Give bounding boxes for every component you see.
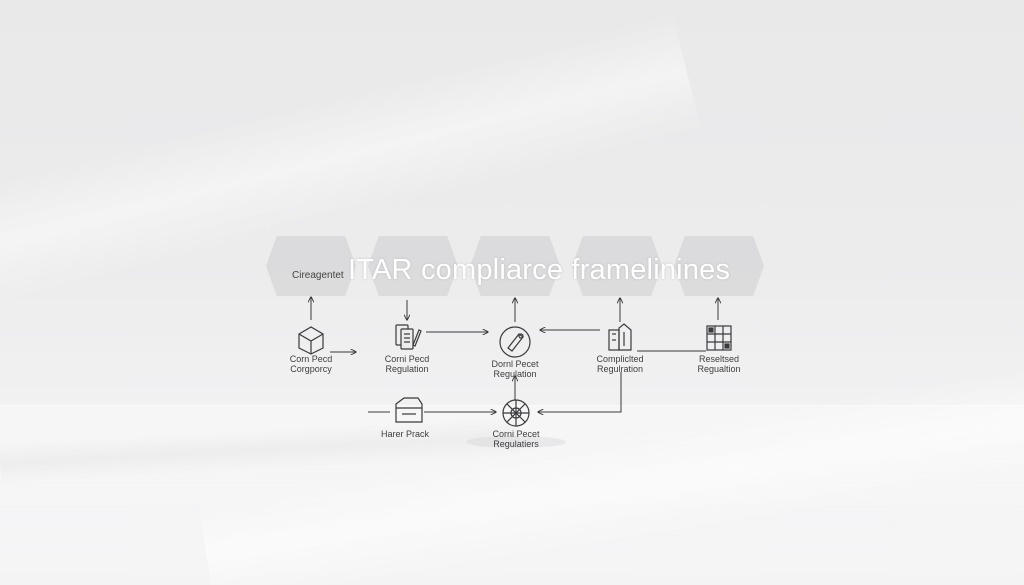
header-hexagon bbox=[674, 236, 764, 296]
node-shadow bbox=[466, 436, 566, 448]
diagram-title: ITAR compliarce framelinines bbox=[348, 254, 731, 286]
wheel-icon bbox=[502, 399, 530, 427]
header-hexagon bbox=[572, 236, 662, 296]
header-hexagon bbox=[368, 236, 458, 296]
seal-icon bbox=[499, 326, 531, 358]
building-icon bbox=[608, 323, 632, 351]
document-stack-icon bbox=[395, 324, 422, 350]
header-hexagon bbox=[470, 236, 560, 296]
header-hexagon bbox=[266, 236, 356, 296]
header-label: Cireagentet bbox=[292, 270, 344, 281]
folder-icon bbox=[395, 397, 423, 423]
node-label: Harer Prack bbox=[380, 429, 429, 439]
box-icon bbox=[298, 326, 324, 355]
grid-panel-icon bbox=[706, 325, 732, 351]
connector-arrow bbox=[538, 372, 622, 412]
